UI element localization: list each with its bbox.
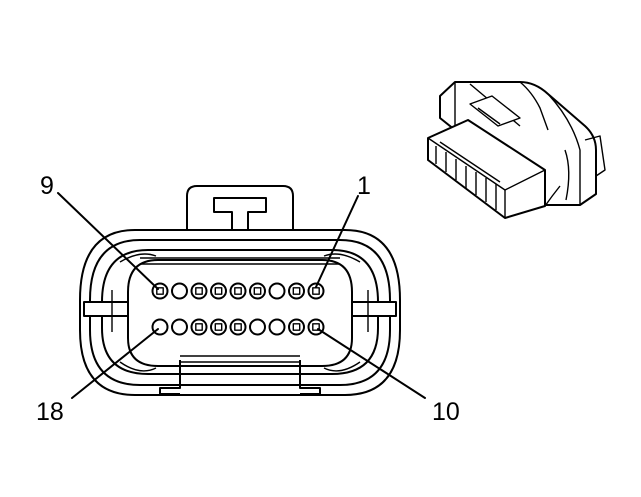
connector-isometric-view (427, 81, 606, 219)
top-pin-9-terminal (312, 287, 320, 295)
leader-lines (57, 192, 426, 399)
top-pin-8-terminal (292, 287, 301, 295)
bottom-pin-5-terminal (234, 323, 242, 331)
bottom-pin-2 (171, 318, 188, 336)
leader-line-10 (317, 328, 426, 399)
top-pin-4-terminal (214, 287, 223, 295)
leader-line-18 (71, 328, 159, 399)
bottom-pin-7 (268, 318, 286, 336)
bottom-pin-8-terminal (292, 323, 301, 331)
bottom-pin-3-terminal (195, 323, 203, 331)
pin-row-bottom (151, 318, 325, 336)
leader-line-1 (315, 195, 359, 288)
top-pin-2 (171, 282, 188, 300)
pin-label-1: 1 (357, 172, 371, 200)
top-pin-3-terminal (195, 287, 203, 295)
pin-label-10: 10 (432, 398, 460, 426)
top-pin-1-terminal (156, 287, 164, 295)
top-pin-6-terminal (253, 287, 262, 295)
bottom-pin-9-terminal (312, 323, 320, 331)
top-pin-7 (268, 282, 286, 300)
bottom-pin-4-terminal (214, 323, 223, 331)
pin-label-18: 18 (36, 398, 64, 426)
connector-face (79, 185, 401, 396)
pin-row-top (151, 282, 325, 300)
bottom-pin-6 (249, 318, 266, 336)
pin-label-9: 9 (40, 172, 54, 200)
leader-line-9 (57, 192, 159, 290)
top-pin-5-terminal (234, 287, 242, 295)
